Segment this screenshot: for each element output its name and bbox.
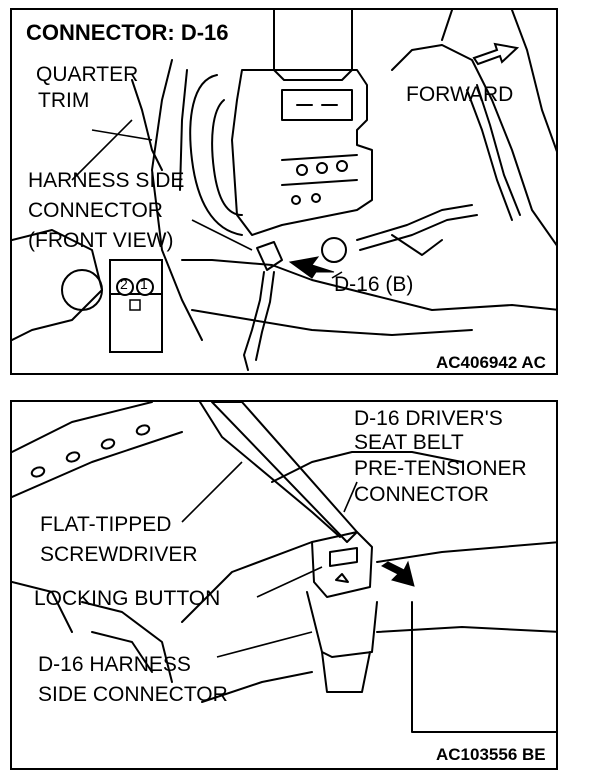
locking-button-label: LOCKING BUTTON [34, 587, 221, 610]
figure-code: AC103556 BE [436, 745, 546, 764]
pretensioner-connector-label-line4: CONNECTOR [354, 483, 489, 506]
pretensioner-connector-label-line1: D-16 DRIVER'S [354, 407, 503, 430]
pretensioner-connector-label-line2: SEAT BELT [354, 431, 464, 454]
pin-number-2: 2 [120, 276, 128, 292]
harness-side-connector-label-line3: (FRONT VIEW) [28, 229, 174, 252]
seat-belt-retractor-illustration [12, 10, 556, 371]
disconnection-procedure-panel: D-16 DRIVER'S SEAT BELT PRE-TENSIONER CO… [10, 400, 558, 770]
quarter-trim-label-line1: QUARTER [36, 63, 139, 86]
harness-side-connector-label-line2: CONNECTOR [28, 199, 163, 222]
flat-tipped-screwdriver-label-line2: SCREWDRIVER [40, 543, 198, 566]
quarter-trim-label-line2: TRIM [38, 89, 90, 112]
pointer-arrow-icon [288, 256, 335, 279]
pull-direction-arrow-icon [381, 560, 415, 587]
pin-number-1: 1 [140, 276, 148, 292]
harness-side-connector-label-line1: HARNESS SIDE [28, 169, 185, 192]
connector-reference-label: D-16 (B) [334, 273, 414, 296]
connector-disconnection-illustration [12, 402, 556, 733]
harness-side-connector-label-line1: D-16 HARNESS [38, 653, 191, 676]
forward-arrow-icon [472, 42, 520, 66]
connector-location-panel: CONNECTOR: D-16 QUARTER TRIM FORWARD HAR… [10, 8, 558, 375]
flat-tipped-screwdriver-label-line1: FLAT-TIPPED [40, 513, 172, 536]
harness-side-connector-label-line2: SIDE CONNECTOR [38, 683, 228, 706]
pretensioner-connector-label-line3: PRE-TENSIONER [354, 457, 527, 480]
connector-front-view-icon [109, 259, 163, 353]
forward-label: FORWARD [406, 83, 514, 106]
figure-code: AC406942 AC [436, 353, 546, 372]
page-title: CONNECTOR: D-16 [26, 20, 229, 45]
